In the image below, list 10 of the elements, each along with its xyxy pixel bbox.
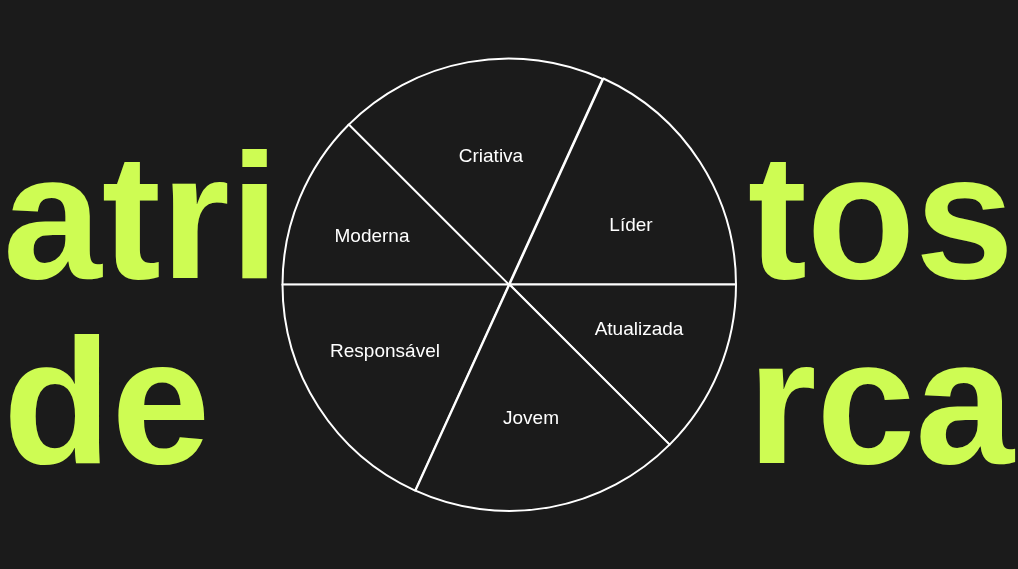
segment-label: Responsável <box>330 340 440 362</box>
large-lettering: tos <box>747 145 1014 288</box>
large-lettering: rca <box>747 330 1014 473</box>
segment-label: Moderna <box>334 225 410 247</box>
segment-label: Líder <box>609 214 653 236</box>
segment-label: Atualizada <box>594 318 684 340</box>
large-lettering: atri <box>3 145 280 288</box>
segment-label: Jovem <box>503 407 559 429</box>
segment-label: Criativa <box>458 145 524 167</box>
large-lettering: de <box>3 330 211 473</box>
